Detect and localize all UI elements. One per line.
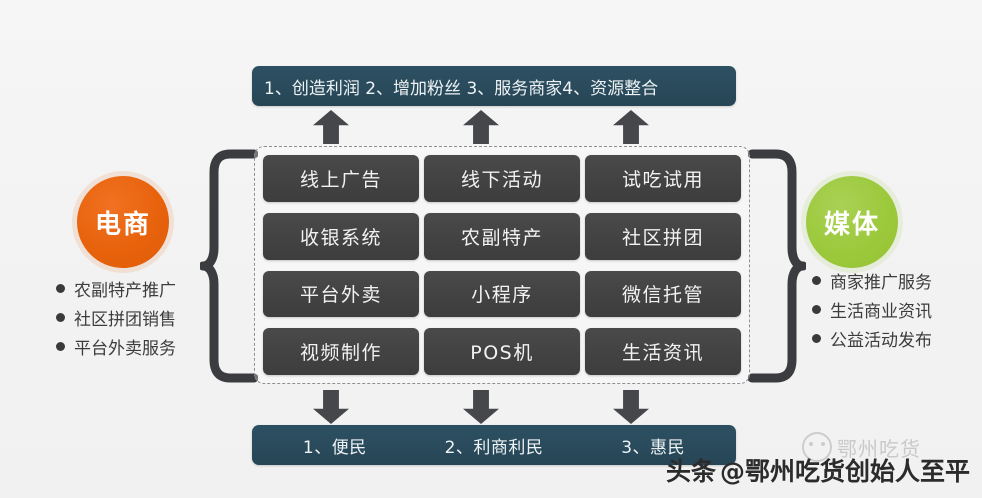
bottom-banner-item: 2、利商利民 [444,437,544,458]
service-cell[interactable]: 微信托管 [585,270,741,318]
list-item: 社区拼团销售 [56,303,216,332]
arrow-down-left-icon [313,390,349,424]
bullet-dot-icon [56,342,65,351]
media-bullet-list: 商家推广服务 生活商业资讯 公益活动发布 [812,266,982,353]
service-cell[interactable]: 平台外卖 [263,270,419,318]
list-item: 生活商业资讯 [812,295,982,324]
top-banner-text: 1、创造利润 2、增加粉丝 3、服务商家4、资源整合 [264,78,659,99]
arrow-up-left-icon [313,110,349,144]
list-item: 商家推广服务 [812,266,982,295]
service-grid: 线上广告 线下活动 试吃试用 收银系统 农副特产 社区拼团 平台外卖 小程序 微… [263,155,741,375]
arrow-down-center-icon [463,390,499,424]
list-item-label: 农副特产推广 [74,281,176,301]
watermark-logo: 鄂州吃货 [802,432,921,462]
arrow-down-right-icon [613,390,649,424]
list-item-label: 公益活动发布 [830,331,932,351]
bullet-dot-icon [56,313,65,322]
service-cell[interactable]: 生活资讯 [585,328,741,375]
list-item-label: 平台外卖服务 [74,339,176,359]
bullet-dot-icon [812,276,821,285]
bottom-benefits-banner: 1、便民 2、利商利民 3、惠民 [252,425,736,465]
watermark-handle: @鄂州吃货创始人至平 [720,457,971,486]
ecommerce-circle[interactable]: 电商 [77,176,169,268]
ecommerce-circle-label: 电商 [94,209,151,240]
list-item-label: 生活商业资讯 [830,302,932,322]
service-cell[interactable]: 线下活动 [424,155,580,202]
top-outcomes-banner: 1、创造利润 2、增加粉丝 3、服务商家4、资源整合 [252,66,736,106]
arrow-up-right-icon [613,110,649,144]
watermark: 头条 @鄂州吃货创始人至平 [666,452,970,488]
list-item: 平台外卖服务 [56,332,216,361]
list-item: 公益活动发布 [812,324,982,353]
watermark-prefix: 头条 [666,457,717,486]
service-cell[interactable]: 小程序 [424,270,580,318]
service-grid-frame: 线上广告 线下活动 试吃试用 收银系统 农副特产 社区拼团 平台外卖 小程序 微… [254,146,750,384]
bullet-dot-icon [812,305,821,314]
service-cell[interactable]: 收银系统 [263,212,419,260]
bottom-banner-item: 3、惠民 [621,437,686,458]
service-cell[interactable]: 试吃试用 [585,155,741,202]
bullet-dot-icon [56,284,65,293]
service-cell[interactable]: 线上广告 [263,155,419,202]
list-item-label: 商家推广服务 [830,273,932,293]
service-cell[interactable]: POS机 [424,328,580,375]
service-cell[interactable]: 社区拼团 [585,212,741,260]
watermark-logo-label: 鄂州吃货 [837,436,921,461]
list-item: 农副特产推广 [56,274,216,303]
bottom-banner-item: 1、便民 [302,437,367,458]
service-cell[interactable]: 农副特产 [424,212,580,260]
arrow-up-center-icon [463,110,499,144]
bullet-dot-icon [812,334,821,343]
media-circle[interactable]: 媒体 [806,176,898,268]
media-circle-label: 媒体 [823,209,880,240]
bottom-banner-items: 1、便民 2、利商利民 3、惠民 [264,433,724,458]
ecommerce-bullet-list: 农副特产推广 社区拼团销售 平台外卖服务 [56,274,216,361]
service-cell[interactable]: 视频制作 [263,328,419,375]
smiley-face-icon [802,432,832,462]
right-brace [747,148,808,384]
right-brace-icon [747,149,808,383]
list-item-label: 社区拼团销售 [74,310,176,330]
